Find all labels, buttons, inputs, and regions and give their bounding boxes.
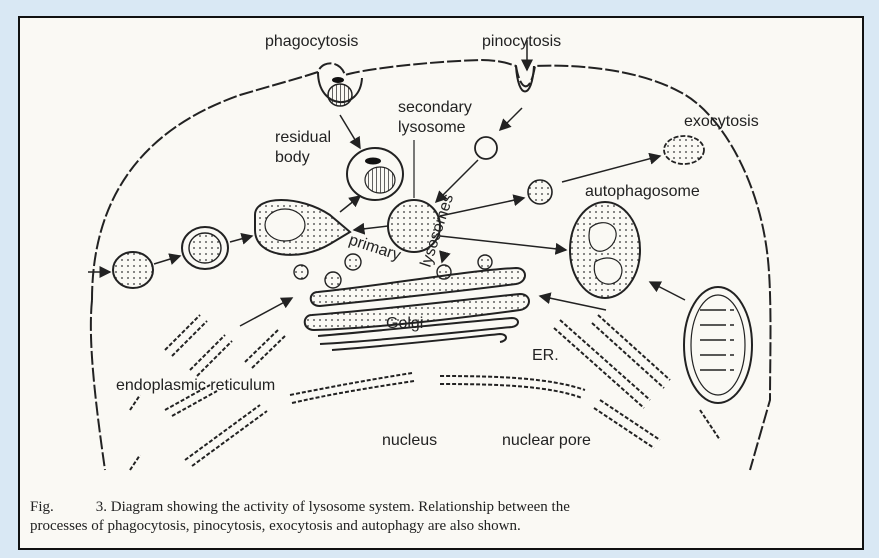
caption-line-1: Fig. 3. Diagram showing the activity of l… [30,498,860,517]
caption-text-1: 3. Diagram showing the activity of lysos… [96,499,570,515]
label-er: ER. [532,347,559,364]
label-endoplasmic-reticulum: endoplasmic reticulum [116,377,275,394]
caption-line-2: processes of phagocytosis, pinocytosis, … [30,517,860,536]
label-pinocytosis: pinocytosis [482,33,561,50]
label-golgi: Golgi [386,315,423,332]
label-secondary: secondary [398,99,472,116]
label-lysosome: lysosome [398,119,466,136]
phagocytosis-vesicle [318,72,362,106]
label-nuclear-pore: nuclear pore [502,432,591,449]
pinocytic-vesicle [475,137,497,159]
label-exocytosis: exocytosis [684,113,759,130]
label-nucleus: nucleus [382,432,437,449]
label-phagocytosis: phagocytosis [265,33,358,50]
residual-body [347,148,403,200]
exocytosis-vesicle [664,136,704,164]
figure-caption: Fig. 3. Diagram showing the activity of l… [30,498,860,536]
primary-lysosome-small [528,180,552,204]
phagosome-1 [113,252,153,288]
label-autophagosome: autophagosome [585,183,700,200]
mitochondrion [684,287,752,403]
label-body: body [275,149,310,166]
label-residual: residual [275,129,331,146]
autophagosome [570,202,640,298]
caption-fig-label: Fig. [30,499,54,515]
